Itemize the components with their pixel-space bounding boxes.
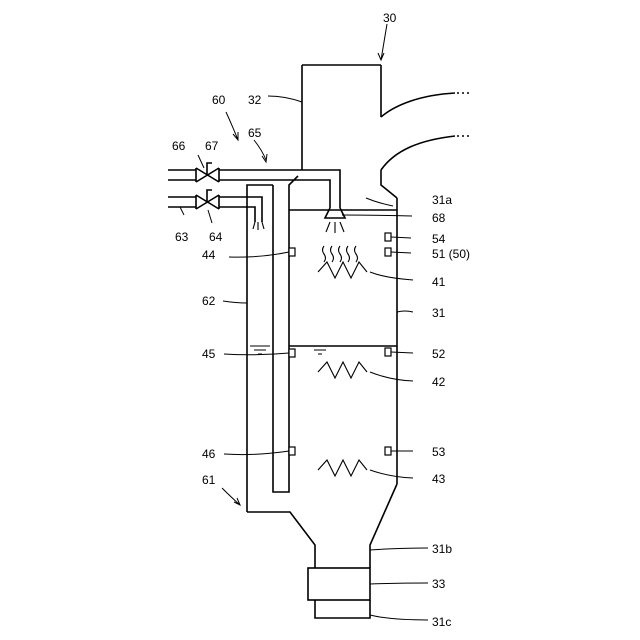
label-31c: 31c <box>432 615 451 629</box>
label-41: 41 <box>432 275 446 289</box>
label-61: 61 <box>202 473 216 487</box>
label-32: 32 <box>248 93 262 107</box>
label-64: 64 <box>209 230 223 244</box>
label-31a: 31a <box>432 193 452 207</box>
sensors <box>289 233 391 455</box>
label-31: 31 <box>432 306 446 320</box>
labels: 30 32 60 65 66 67 63 64 31a 68 54 51 (50… <box>172 11 470 629</box>
label-46: 46 <box>202 447 216 461</box>
label-45: 45 <box>202 347 216 361</box>
label-63: 63 <box>175 230 189 244</box>
pipe-line-lower <box>168 190 264 230</box>
label-67: 67 <box>205 139 219 153</box>
label-68: 68 <box>432 211 446 225</box>
label-53: 53 <box>432 445 446 459</box>
label-31b: 31b <box>432 542 452 556</box>
main-vessel <box>247 198 397 568</box>
label-43: 43 <box>432 472 446 486</box>
label-44: 44 <box>202 248 216 262</box>
label-65: 65 <box>248 126 262 140</box>
label-62: 62 <box>202 294 216 308</box>
label-30: 30 <box>383 11 397 25</box>
bottom-unit <box>308 568 370 618</box>
label-52: 52 <box>432 347 446 361</box>
label-33: 33 <box>432 577 446 591</box>
label-60: 60 <box>212 93 226 107</box>
spray-nozzle <box>325 208 345 233</box>
label-66: 66 <box>172 139 186 153</box>
top-duct <box>302 65 470 198</box>
label-54: 54 <box>432 232 446 246</box>
label-42: 42 <box>432 375 446 389</box>
label-51: 51 (50) <box>432 247 470 261</box>
heaters <box>318 246 367 476</box>
